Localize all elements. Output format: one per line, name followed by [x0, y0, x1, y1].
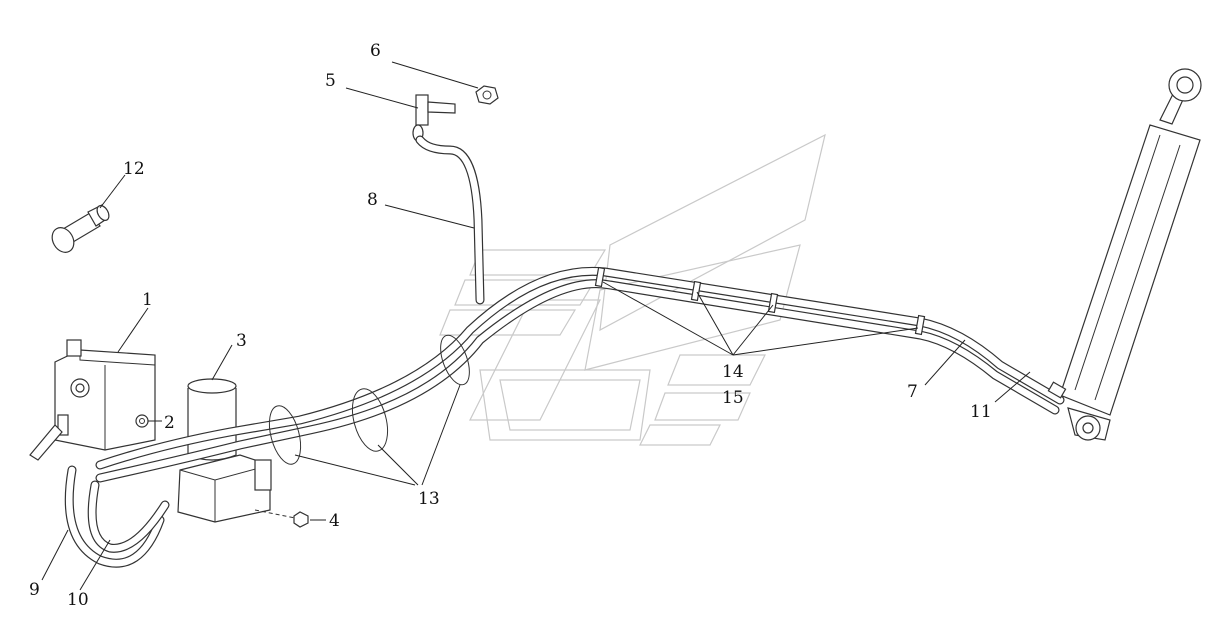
watermark-logo — [439, 133, 826, 446]
steel-line-part-8 — [415, 135, 485, 305]
callout-5: 5 — [325, 71, 336, 91]
nut-part-6 — [475, 85, 499, 105]
flex-hose-part-9 — [64, 465, 165, 568]
callout-labels: 1 2 3 4 5 6 7 8 9 10 11 12 13 14 15 — [29, 41, 992, 610]
callout-8: 8 — [367, 190, 378, 210]
bolt-part-4 — [254, 509, 309, 528]
plug-fitting-part-12 — [51, 204, 110, 253]
callout-4: 4 — [329, 511, 340, 531]
callout-7: 7 — [907, 382, 918, 402]
leader-lines — [41, 61, 1031, 591]
clamp-loops-part-13 — [268, 334, 470, 465]
bolt-part-2 — [135, 414, 149, 428]
callout-15: 15 — [722, 388, 744, 408]
callout-9: 9 — [29, 580, 40, 600]
hydraulic-cylinder-part-11 — [1047, 68, 1202, 441]
callout-1: 1 — [142, 290, 153, 310]
callout-11: 11 — [970, 402, 992, 422]
callout-3: 3 — [236, 331, 247, 351]
callout-14: 14 — [722, 362, 744, 382]
callout-6: 6 — [370, 41, 381, 61]
pressure-line-part-7 — [95, 266, 1065, 483]
callout-12: 12 — [123, 159, 145, 179]
valve-block-part-1 — [29, 339, 156, 461]
flex-hose-part-10 — [87, 480, 170, 553]
callout-13: 13 — [418, 489, 440, 509]
tee-fitting-part-5 — [412, 94, 456, 142]
callout-10: 10 — [67, 590, 89, 610]
callout-2: 2 — [164, 413, 175, 433]
